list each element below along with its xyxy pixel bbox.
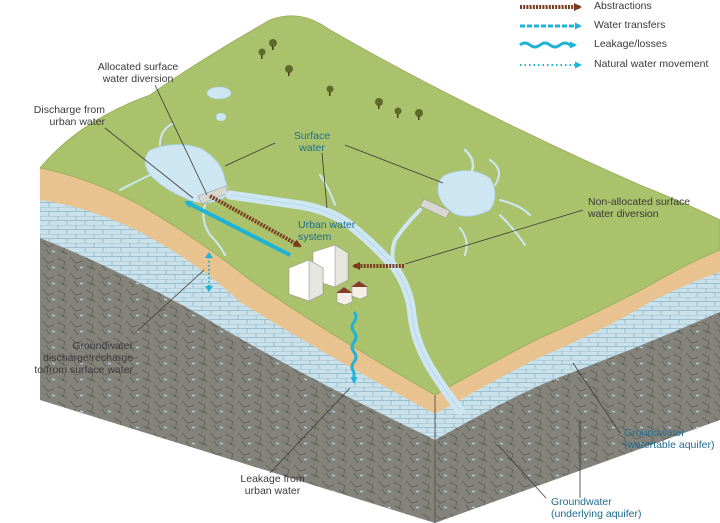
right-face-soil bbox=[435, 250, 720, 414]
terrain-block bbox=[40, 168, 720, 523]
label-surface-water: Surface water bbox=[282, 130, 342, 154]
label-gw-watertable-line1: Groundwater bbox=[624, 427, 685, 439]
left-face bbox=[40, 168, 435, 523]
label-urban-line1: Urban water bbox=[298, 219, 356, 231]
label-leakage: Leakage from urban water bbox=[225, 473, 320, 497]
ground-surface bbox=[39, 15, 720, 396]
legend-leakage-label: Leakage/losses bbox=[594, 38, 667, 50]
right-dam bbox=[419, 198, 451, 219]
discharge-transfer-arrow bbox=[184, 200, 291, 257]
label-leakage-line1: Leakage from bbox=[240, 473, 305, 485]
label-gw-discharge-line1: Groundwater bbox=[72, 340, 133, 352]
label-discharge-line2: urban water bbox=[49, 116, 105, 128]
label-leakage-line2: urban water bbox=[244, 485, 301, 497]
label-groundwater-underlying: Groundwater (underlying aquifer) bbox=[551, 496, 641, 520]
flow-arrows bbox=[184, 194, 404, 384]
allocated-abstraction-arrow bbox=[209, 194, 302, 248]
legend-water-transfers-label: Water transfers bbox=[594, 19, 666, 31]
label-gw-discharge-line3: to/from surface water bbox=[34, 364, 133, 376]
legend-leakage: Leakage/losses bbox=[520, 38, 720, 52]
legend-abstractions: Abstractions bbox=[520, 0, 720, 14]
label-nonallocated-line2: water diversion bbox=[588, 208, 659, 220]
label-discharge-line1: Discharge from bbox=[33, 104, 105, 116]
label-groundwater-watertable: Groundwater (watertable aquifer) bbox=[624, 427, 714, 451]
label-gw-discharge-line2: discharge/recharge bbox=[43, 352, 133, 364]
right-face-upper-aquifer bbox=[435, 270, 720, 440]
label-allocated-line1: Allocated surface bbox=[97, 61, 179, 73]
label-surface-line2: water bbox=[299, 142, 325, 154]
river-network bbox=[119, 123, 531, 415]
trees bbox=[258, 39, 423, 120]
right-reservoir bbox=[437, 170, 496, 217]
leakage-arrow bbox=[350, 311, 358, 384]
label-discharge: Discharge from urban water bbox=[10, 104, 105, 128]
label-gw-underlying-line1: Groundwater bbox=[551, 496, 612, 508]
legend-swatches bbox=[519, 3, 582, 69]
legend-natural-movement: Natural water movement bbox=[520, 58, 720, 72]
right-face-lower-aquifer bbox=[435, 310, 720, 523]
left-face-lower-aquifer bbox=[40, 232, 435, 523]
label-surface-line1: Surface bbox=[293, 130, 331, 142]
legend-water-transfers: Water transfers bbox=[520, 19, 720, 33]
label-allocated-line2: water diversion bbox=[102, 73, 174, 85]
left-face-soil bbox=[40, 168, 435, 414]
left-face-upper-aquifer bbox=[40, 198, 435, 440]
legend-natural-movement-label: Natural water movement bbox=[594, 58, 709, 70]
label-urban-water-system: Urban water system bbox=[298, 219, 355, 243]
right-face bbox=[435, 250, 720, 523]
urban-buildings bbox=[288, 244, 369, 306]
label-groundwater-discharge: Groundwater discharge/recharge to/from s… bbox=[5, 340, 133, 376]
label-nonallocated-line1: Non-allocated surface bbox=[588, 196, 691, 208]
label-gw-watertable-line2: (watertable aquifer) bbox=[624, 439, 715, 451]
label-nonallocated-diversion: Non-allocated surface water diversion bbox=[588, 196, 690, 220]
legend-abstractions-label: Abstractions bbox=[594, 0, 652, 12]
legend-leakage-swatch bbox=[519, 41, 577, 49]
label-urban-line2: system bbox=[298, 231, 332, 243]
leader-lines bbox=[104, 84, 621, 499]
label-gw-underlying-line2: (underlying aquifer) bbox=[551, 508, 642, 520]
small-ponds bbox=[206, 86, 232, 122]
label-allocated-diversion: Allocated surface water diversion bbox=[88, 61, 188, 85]
